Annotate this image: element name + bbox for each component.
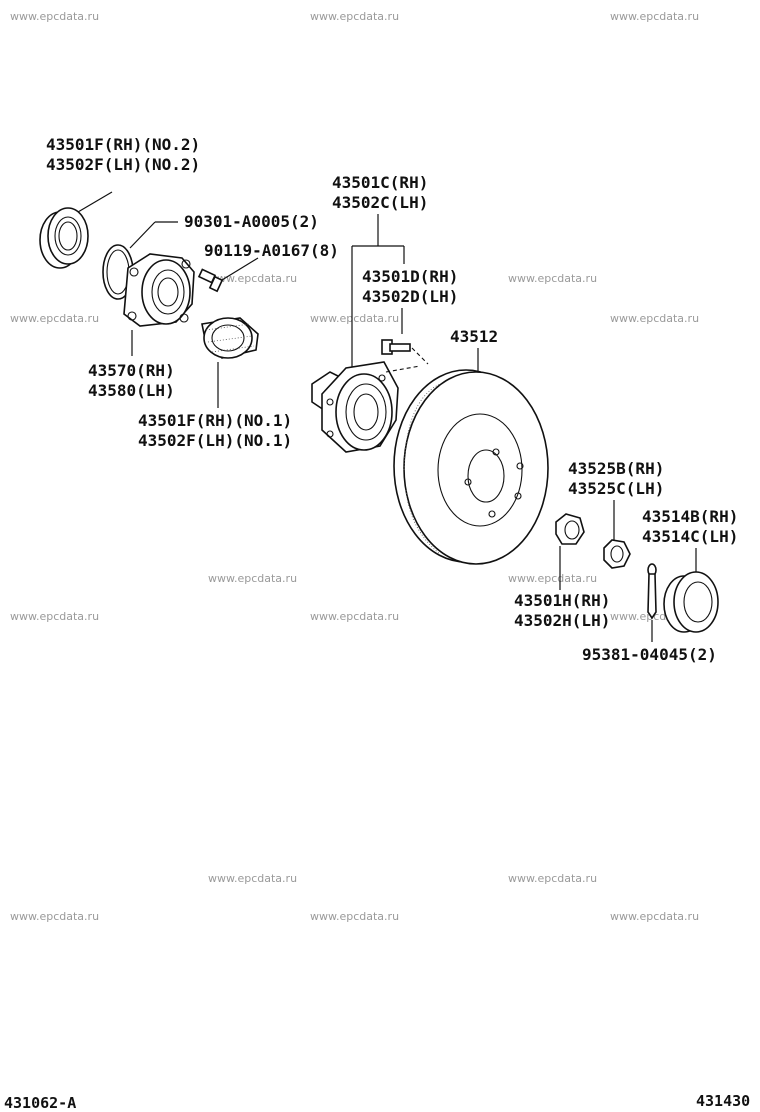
part-label-43580[interactable]: 43580(LH) bbox=[88, 381, 175, 400]
watermark: www.epcdata.ru bbox=[610, 10, 699, 23]
watermark: www.epcdata.ru bbox=[10, 910, 99, 923]
part-label-43501f-no1[interactable]: 43501F(RH)(NO.1) bbox=[138, 411, 292, 430]
leader-line bbox=[221, 257, 259, 281]
grease-cap-part[interactable] bbox=[663, 571, 719, 633]
part-label-43502h[interactable]: 43502H(LH) bbox=[514, 611, 610, 630]
part-label-95381-04045[interactable]: 95381-04045(2) bbox=[582, 645, 717, 664]
watermark: www.epcdata.ru bbox=[310, 610, 399, 623]
diagram-code-right: 431430 bbox=[696, 1092, 750, 1110]
part-label-90301-a0005[interactable]: 90301-A0005(2) bbox=[184, 212, 319, 231]
nut-lock-cap-part[interactable] bbox=[603, 539, 631, 569]
hub-bolt-part[interactable] bbox=[381, 339, 411, 355]
watermark: www.epcdata.ru bbox=[310, 10, 399, 23]
diagram-code-left: 431062-A bbox=[4, 1094, 76, 1112]
watermark: www.epcdata.ru bbox=[310, 910, 399, 923]
watermark: www.epcdata.ru bbox=[508, 872, 597, 885]
part-label-43501f-no2[interactable]: 43501F(RH)(NO.2) bbox=[46, 135, 200, 154]
watermark: www.epcdata.ru bbox=[10, 610, 99, 623]
watermark: www.epcdata.ru bbox=[508, 572, 597, 585]
part-label-43502c[interactable]: 43502C(LH) bbox=[332, 193, 428, 212]
watermark: www.epcdata.ru bbox=[610, 312, 699, 325]
hub-nut-part[interactable] bbox=[555, 513, 585, 545]
part-label-90119-a0167[interactable]: 90119-A0167(8) bbox=[204, 241, 339, 260]
part-label-43502d[interactable]: 43502D(LH) bbox=[362, 287, 458, 306]
leader-line bbox=[411, 347, 429, 365]
watermark: www.epcdata.ru bbox=[10, 312, 99, 325]
part-label-43501h[interactable]: 43501H(RH) bbox=[514, 591, 610, 610]
part-label-43514b[interactable]: 43514B(RH) bbox=[642, 507, 738, 526]
outer-oil-seal-part[interactable] bbox=[39, 207, 89, 269]
leader-line bbox=[77, 191, 113, 213]
axle-hub-part[interactable] bbox=[311, 361, 421, 453]
hub-bearing-unit-part[interactable] bbox=[123, 253, 195, 327]
part-label-43525b[interactable]: 43525B(RH) bbox=[568, 459, 664, 478]
part-label-43512[interactable]: 43512 bbox=[450, 327, 498, 346]
leader-line bbox=[129, 221, 156, 249]
watermark: www.epcdata.ru bbox=[310, 312, 399, 325]
watermark: www.epcdata.ru bbox=[10, 10, 99, 23]
part-label-43501c[interactable]: 43501C(RH) bbox=[332, 173, 428, 192]
part-label-43501d[interactable]: 43501D(RH) bbox=[362, 267, 458, 286]
cotter-pin-part[interactable] bbox=[647, 563, 657, 620]
watermarks: www.epcdata.ru www.epcdata.ru www.epcdat… bbox=[10, 10, 699, 923]
watermark: www.epcdata.ru bbox=[208, 872, 297, 885]
part-label-43525c[interactable]: 43525C(LH) bbox=[568, 479, 664, 498]
inner-oil-seal-part[interactable] bbox=[201, 317, 259, 359]
part-label-43570[interactable]: 43570(RH) bbox=[88, 361, 175, 380]
small-bolt-part[interactable] bbox=[197, 268, 224, 293]
brake-disc-part[interactable] bbox=[393, 369, 549, 565]
watermark: www.epcdata.ru bbox=[508, 272, 597, 285]
part-label-43502f-no2[interactable]: 43502F(LH)(NO.2) bbox=[46, 155, 200, 174]
part-label-43502f-no1[interactable]: 43502F(LH)(NO.1) bbox=[138, 431, 292, 450]
watermark: www.epcdata.ru bbox=[208, 572, 297, 585]
watermark: www.epcdata.ru bbox=[610, 910, 699, 923]
part-label-43514c[interactable]: 43514C(LH) bbox=[642, 527, 738, 546]
